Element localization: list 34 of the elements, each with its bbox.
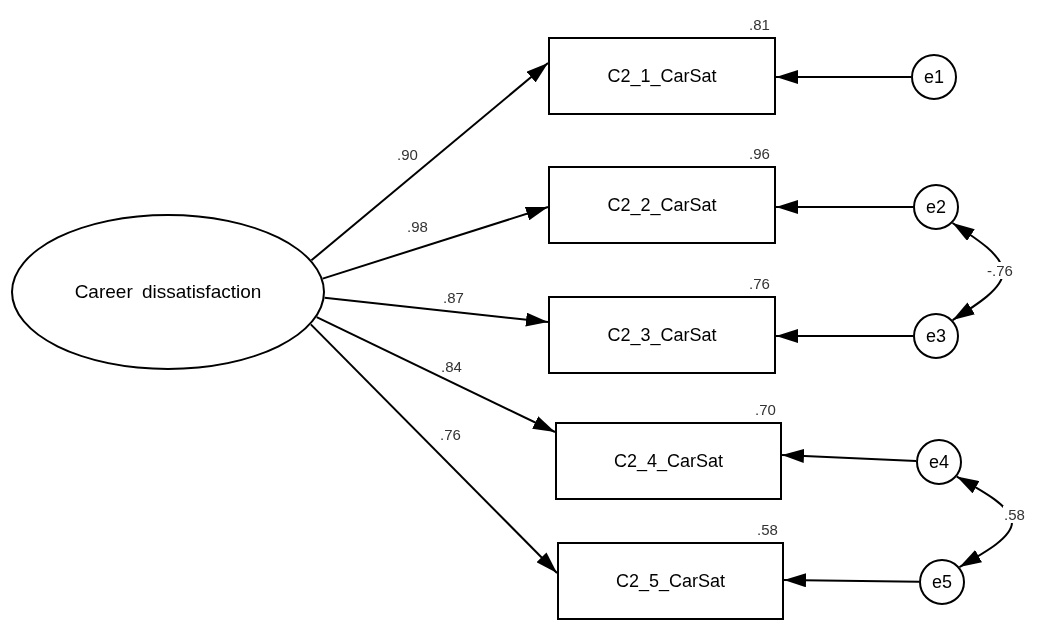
error-term-circle (913, 313, 959, 359)
observed-variable-box (548, 296, 776, 374)
covariance-arrow (951, 222, 1004, 322)
observed-variable-box (557, 542, 784, 620)
error-term-circle (913, 184, 959, 230)
error-term-circle (919, 559, 965, 605)
arrow (323, 296, 549, 327)
node-label: e1 (924, 66, 944, 88)
edge-label: .58 (1003, 506, 1026, 523)
node-label: e4 (929, 451, 949, 473)
observed-variable-box (548, 166, 776, 244)
arrow (309, 323, 558, 574)
node-label: C2_2_CarSat (607, 194, 717, 216)
node-label: C2_5_CarSat (615, 570, 726, 592)
observed-variable-box (555, 422, 782, 500)
arrow (775, 200, 914, 214)
arrow (310, 62, 549, 262)
observed-variable-box (548, 37, 776, 115)
covariance-arrow (955, 475, 1013, 569)
node-label: e3 (926, 325, 946, 347)
node-label: C2_3_CarSat (607, 324, 717, 346)
node-label: C2_4_CarSat (613, 450, 724, 472)
arrow (781, 449, 917, 463)
arrow (775, 70, 912, 84)
arrow (783, 573, 920, 588)
edge-label: -.76 (986, 262, 1014, 279)
node-label: Career dissatisfaction (74, 281, 262, 303)
node-label: e5 (932, 571, 952, 593)
node-label: e2 (926, 196, 946, 218)
arrow (315, 316, 556, 433)
arrow (775, 329, 914, 343)
error-term-circle (911, 54, 957, 100)
node-label: C2_1_CarSat (607, 65, 717, 87)
error-term-circle (916, 439, 962, 485)
